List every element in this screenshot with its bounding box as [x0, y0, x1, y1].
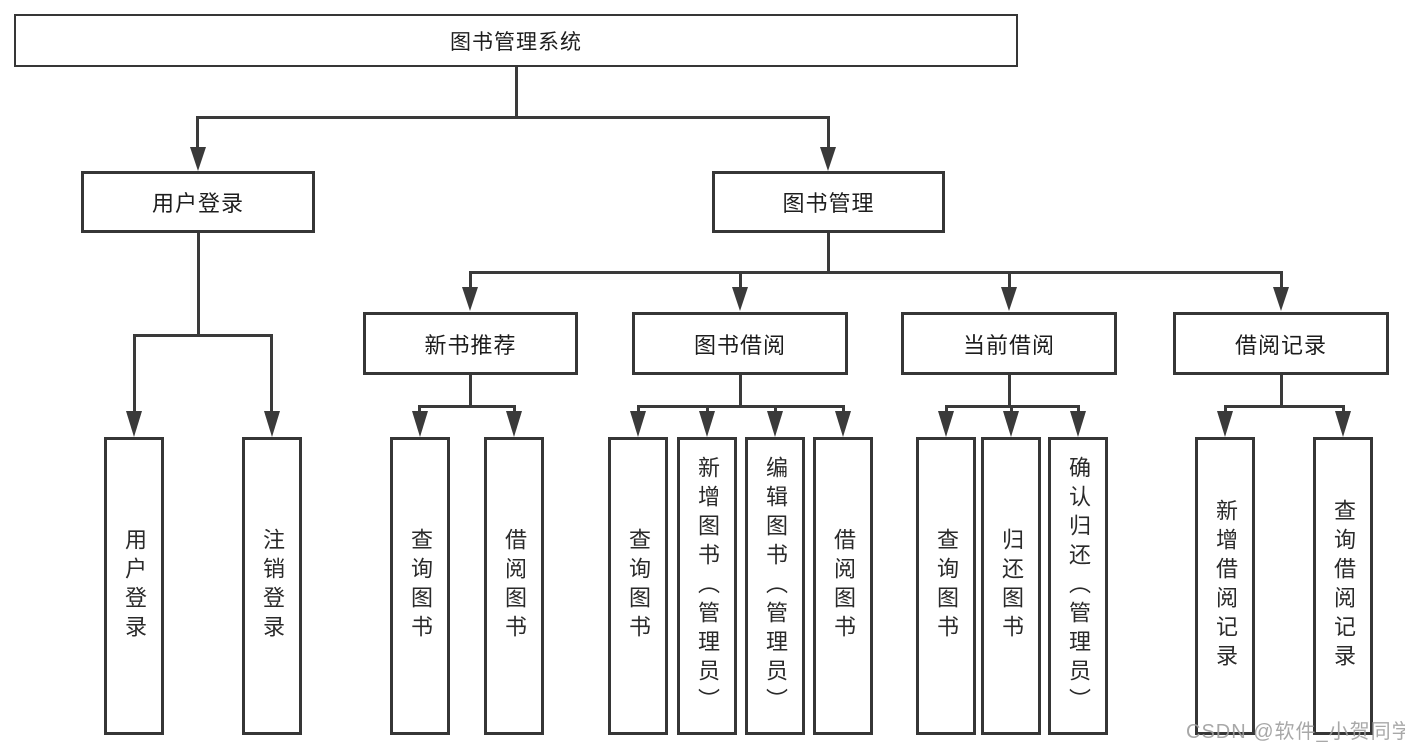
leaf-add-book-admin: 新增图书（管理员） [677, 437, 737, 735]
node-new-book-recommend: 新书推荐 [363, 312, 578, 375]
node-book-borrow: 图书借阅 [632, 312, 848, 375]
leaf-label: 注销登录 [260, 528, 285, 644]
connector-line [1224, 405, 1227, 413]
connector-line [469, 375, 472, 407]
arrow-down-icon [630, 411, 646, 437]
connector-line [1010, 405, 1013, 413]
leaf-user-login: 用户登录 [104, 437, 164, 735]
connector-line [196, 116, 830, 119]
connector-line [1008, 271, 1011, 287]
connector-line [133, 334, 273, 337]
connector-line [827, 233, 830, 274]
leaf-query-book-3: 查询图书 [916, 437, 976, 735]
connector-line [739, 375, 742, 407]
connector-line [945, 405, 948, 413]
leaf-label: 归还图书 [999, 528, 1024, 644]
connector-line [1077, 405, 1080, 413]
arrow-down-icon [412, 411, 428, 437]
leaf-return-book: 归还图书 [981, 437, 1041, 735]
connector-line [1008, 375, 1011, 407]
arrow-down-icon [506, 411, 522, 437]
connector-line [196, 116, 199, 147]
connector-line [637, 405, 640, 413]
leaf-borrow-book-2: 借阅图书 [813, 437, 873, 735]
arrow-down-icon [1217, 411, 1233, 437]
leaf-query-book-1: 查询图书 [390, 437, 450, 735]
arrow-down-icon [767, 411, 783, 437]
connector-line [270, 334, 273, 411]
connector-line [637, 405, 845, 408]
connector-line [469, 271, 472, 287]
leaf-label: 新增图书（管理员） [695, 455, 720, 717]
node-book-management: 图书管理 [712, 171, 945, 233]
leaf-label: 查询图书 [408, 528, 433, 644]
leaf-label: 新增借阅记录 [1213, 499, 1238, 673]
node-root: 图书管理系统 [14, 14, 1018, 67]
connector-line [1342, 405, 1345, 413]
connector-line [774, 405, 777, 413]
connector-line [515, 67, 518, 118]
leaf-label: 借阅图书 [831, 528, 856, 644]
arrow-down-icon [1070, 411, 1086, 437]
connector-line [827, 116, 830, 147]
arrow-down-icon [1273, 287, 1289, 311]
arrow-down-icon [1001, 287, 1017, 311]
arrow-down-icon [938, 411, 954, 437]
leaf-logout: 注销登录 [242, 437, 302, 735]
leaf-label: 用户登录 [122, 528, 147, 644]
connector-line [1280, 375, 1283, 407]
leaf-label: 查询图书 [626, 528, 651, 644]
arrow-down-icon [126, 411, 142, 437]
connector-line [706, 405, 709, 413]
leaf-label: 确认归还（管理员） [1066, 455, 1091, 717]
leaf-label: 借阅图书 [502, 528, 527, 644]
leaf-borrow-book-1: 借阅图书 [484, 437, 544, 735]
arrow-down-icon [820, 147, 836, 171]
node-current-borrow: 当前借阅 [901, 312, 1117, 375]
leaf-label: 查询借阅记录 [1331, 499, 1356, 673]
connector-line [1280, 271, 1283, 287]
node-user-login: 用户登录 [81, 171, 315, 233]
leaf-label: 编辑图书（管理员） [763, 455, 788, 717]
connector-line [1224, 405, 1344, 408]
connector-line [513, 405, 516, 413]
leaf-add-borrow-record: 新增借阅记录 [1195, 437, 1255, 735]
leaf-edit-book-admin: 编辑图书（管理员） [745, 437, 805, 735]
node-borrow-record: 借阅记录 [1173, 312, 1389, 375]
arrow-down-icon [699, 411, 715, 437]
arrow-down-icon [190, 147, 206, 171]
arrow-down-icon [1335, 411, 1351, 437]
connector-line [197, 233, 200, 336]
connector-line [418, 405, 516, 408]
connector-line [133, 334, 136, 411]
connector-line [469, 271, 1282, 274]
csdn-watermark: CSDN @软件_小贺同学 [1186, 721, 1405, 743]
arrow-down-icon [1003, 411, 1019, 437]
leaf-query-borrow-record: 查询借阅记录 [1313, 437, 1373, 735]
leaf-label: 查询图书 [934, 528, 959, 644]
arrow-down-icon [462, 287, 478, 311]
leaf-confirm-return-admin: 确认归还（管理员） [1048, 437, 1108, 735]
arrow-down-icon [835, 411, 851, 437]
connector-line [739, 271, 742, 287]
connector-line [418, 405, 421, 413]
arrow-down-icon [264, 411, 280, 437]
connector-line [842, 405, 845, 413]
arrow-down-icon [732, 287, 748, 311]
leaf-query-book-2: 查询图书 [608, 437, 668, 735]
